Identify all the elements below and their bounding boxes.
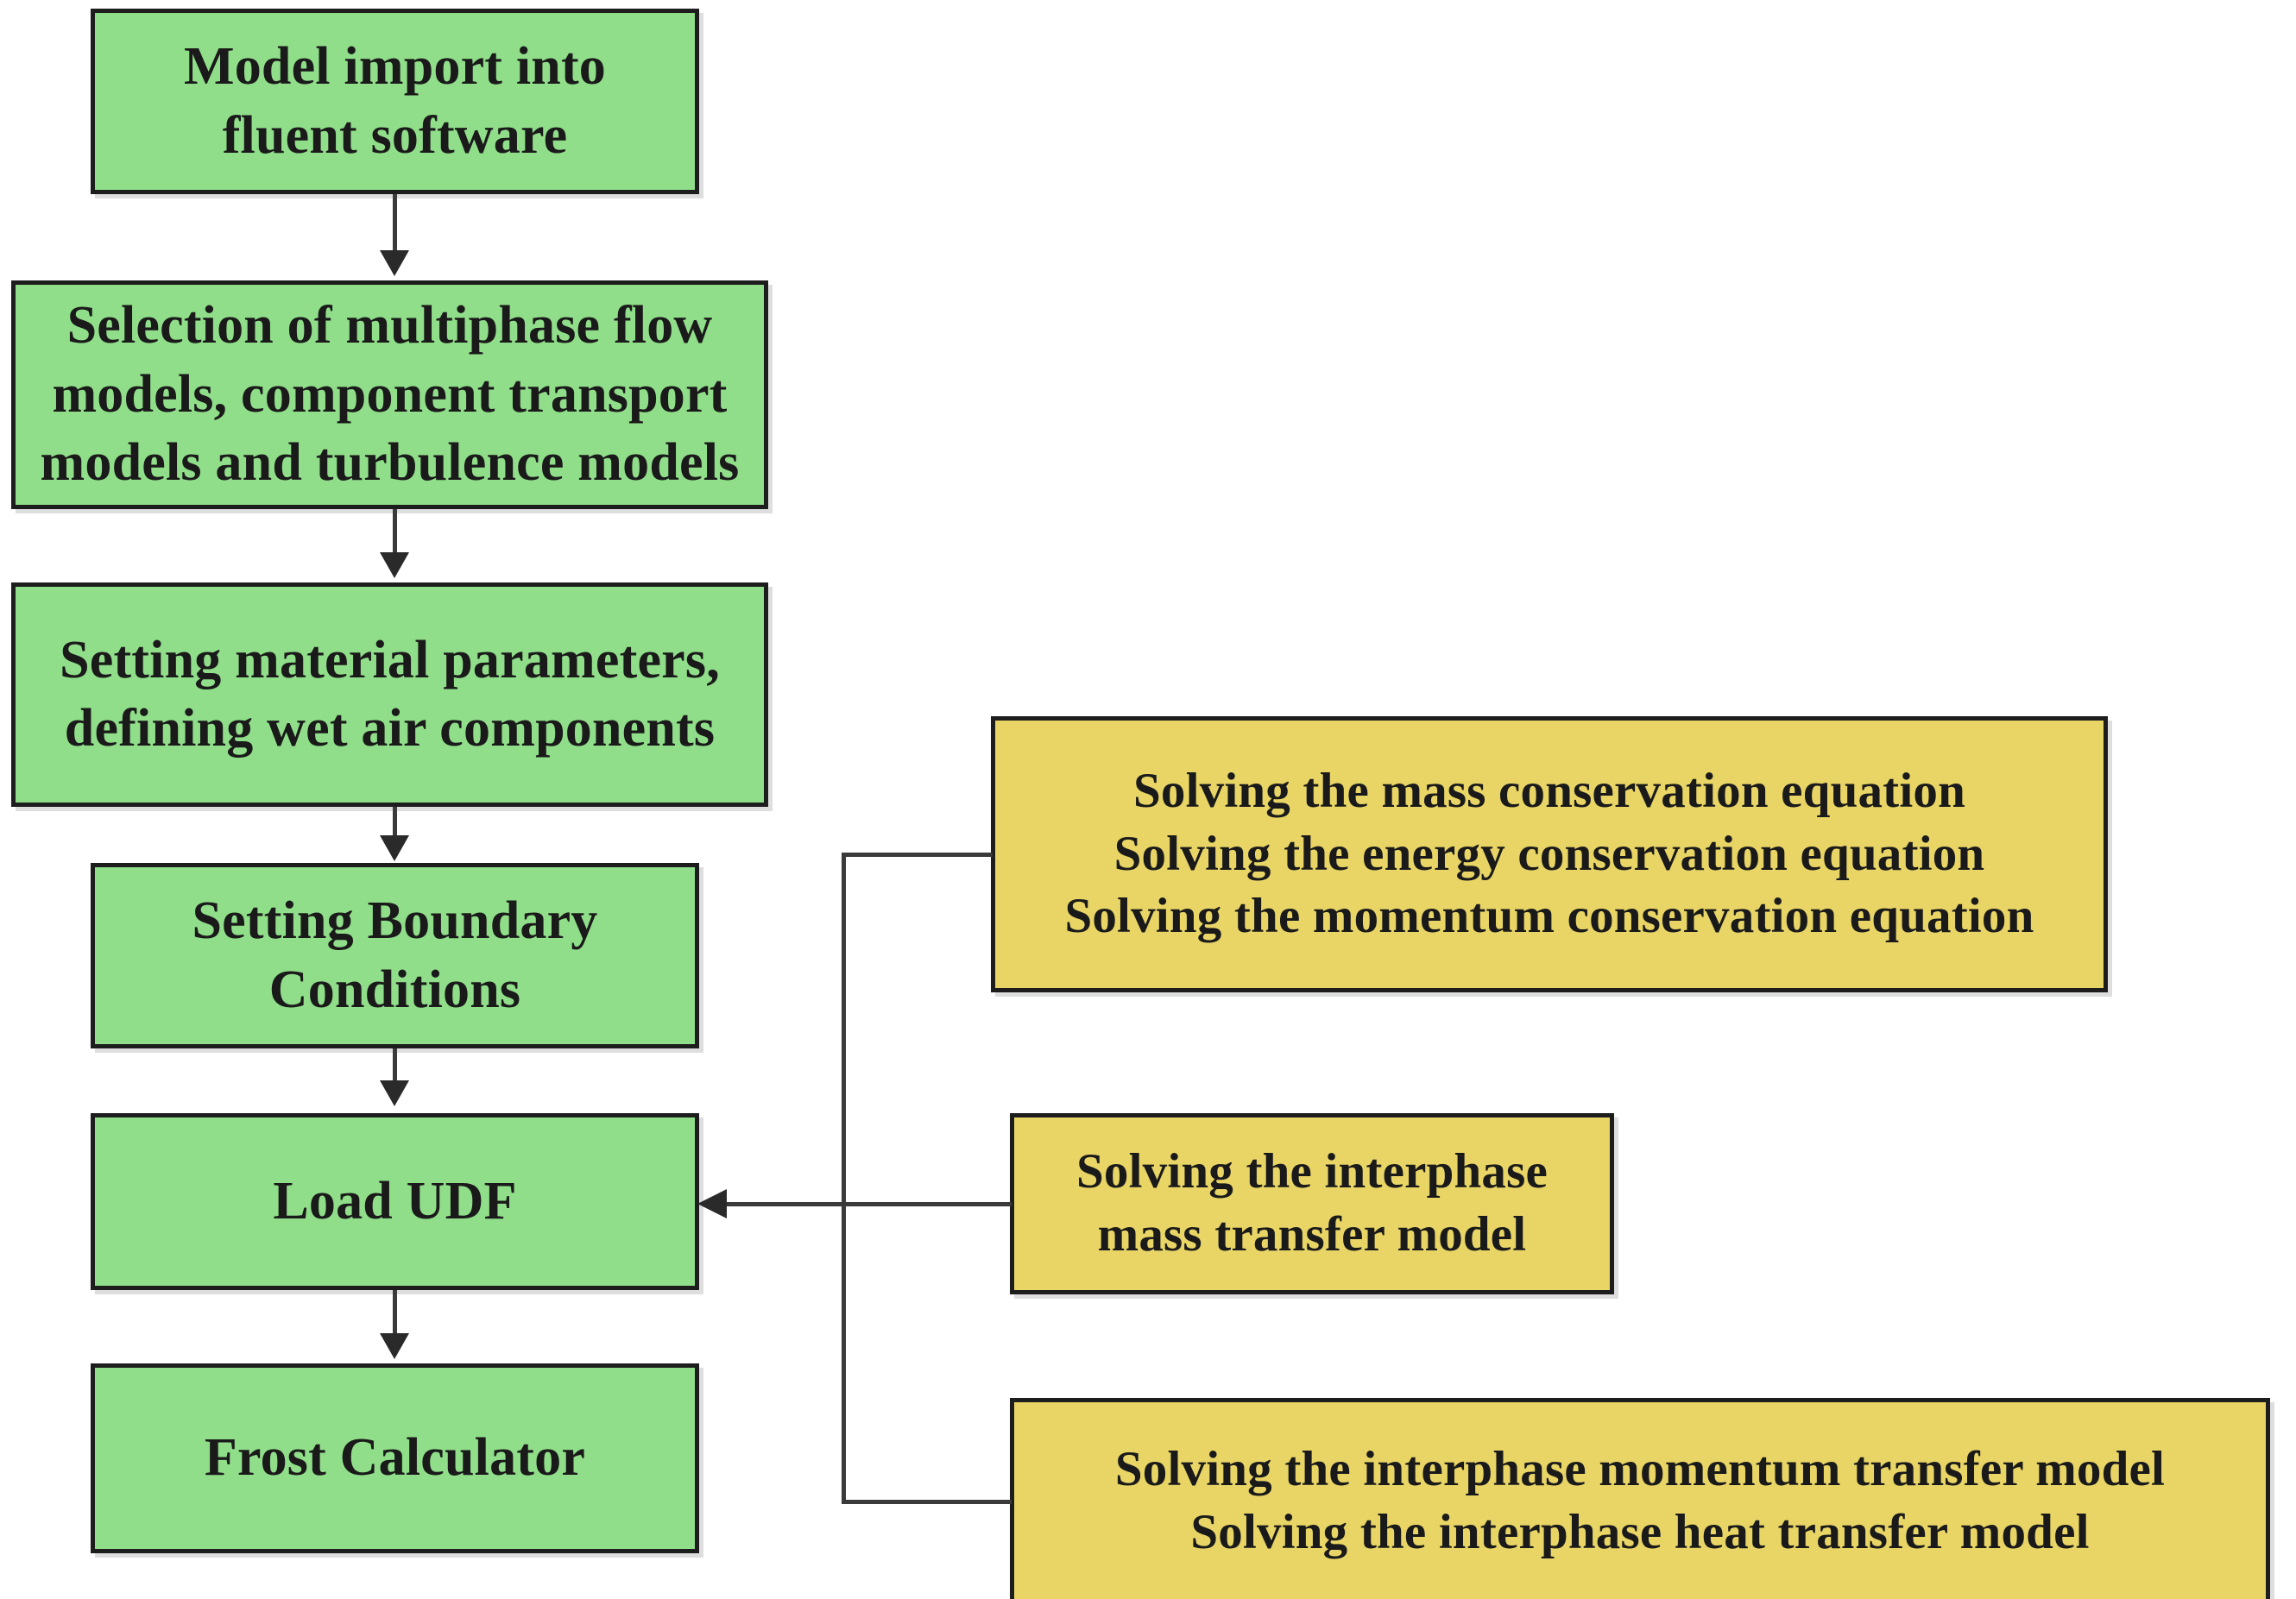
equation-node-interphase-mass-transfer[interactable]: Solving the interphase mass transfer mod…: [1010, 1113, 1614, 1294]
node-label-line: Load UDF: [273, 1171, 517, 1231]
arrow-left-icon: [697, 1189, 727, 1218]
process-node-load-udf[interactable]: Load UDF: [91, 1113, 699, 1290]
node-label-line: Solving the interphase heat transfer mod…: [1190, 1505, 2090, 1559]
connector-bus-to-udf: [725, 1202, 1012, 1206]
equation-node-interphase-momentum-heat-transfer[interactable]: Solving the interphase momentum transfer…: [1010, 1398, 2270, 1599]
arrow-down-icon: [380, 1080, 409, 1106]
node-label-line: Frost Calculator: [204, 1428, 586, 1488]
node-label-line: Solving the energy conservation equation: [1113, 826, 1985, 881]
node-label-group: Setting material parameters, defining we…: [16, 626, 764, 764]
node-label-group: Solving the interphase momentum transfer…: [1014, 1438, 2266, 1564]
process-node-model-import[interactable]: Model import into fluent software: [91, 9, 699, 194]
node-label-line: mass transfer model: [1097, 1207, 1527, 1262]
node-label-group: Solving the mass conservation equation S…: [995, 760, 2104, 949]
node-label-group: Selection of multiphase flow models, com…: [16, 292, 764, 497]
node-label-line: Solving the interphase: [1076, 1144, 1548, 1199]
node-label-line: defining wet air components: [64, 699, 716, 758]
node-label-group: Setting Boundary Conditions: [95, 887, 695, 1024]
node-label-group: Model import into fluent software: [95, 33, 695, 170]
process-node-frost-calculator[interactable]: Frost Calculator: [91, 1363, 699, 1553]
connector-udf-to-frost: [393, 1290, 397, 1333]
node-label-line: Model import into: [183, 37, 607, 97]
connector-import-to-models: [393, 194, 397, 255]
node-label-line: fluent software: [222, 105, 568, 165]
connector-conservation-to-bus: [842, 853, 993, 857]
arrow-down-icon: [380, 835, 409, 861]
connector-momentum-heat-to-bus: [842, 1500, 1012, 1504]
node-label-line: models, component transport: [52, 364, 728, 424]
connector-models-to-material: [393, 509, 397, 557]
arrow-down-icon: [380, 552, 409, 578]
connector-equation-bus-trunk: [842, 853, 846, 1504]
node-label-line: Solving the momentum conservation equati…: [1064, 889, 2034, 944]
node-label-line: models and turbulence models: [40, 433, 740, 493]
equation-node-conservation-equations[interactable]: Solving the mass conservation equation S…: [991, 716, 2108, 992]
node-label-line: Setting Boundary: [192, 891, 598, 951]
arrow-down-icon: [380, 250, 409, 276]
node-label-line: Setting material parameters,: [60, 630, 720, 689]
connector-boundary-to-udf: [393, 1048, 397, 1087]
connector-material-to-boundary: [393, 807, 397, 841]
arrow-down-icon: [380, 1333, 409, 1359]
node-label-group: Load UDF: [95, 1168, 695, 1236]
node-label-line: Solving the mass conservation equation: [1132, 763, 1966, 818]
node-label-group: Solving the interphase mass transfer mod…: [1014, 1141, 1610, 1267]
node-label-line: Conditions: [268, 960, 521, 1019]
process-node-model-selection[interactable]: Selection of multiphase flow models, com…: [11, 280, 768, 509]
process-node-boundary-conditions[interactable]: Setting Boundary Conditions: [91, 863, 699, 1048]
node-label-line: Solving the interphase momentum transfer…: [1114, 1442, 2166, 1497]
node-label-line: Selection of multiphase flow: [66, 296, 713, 356]
node-label-group: Frost Calculator: [95, 1424, 695, 1492]
process-node-material-parameters[interactable]: Setting material parameters, defining we…: [11, 582, 768, 807]
